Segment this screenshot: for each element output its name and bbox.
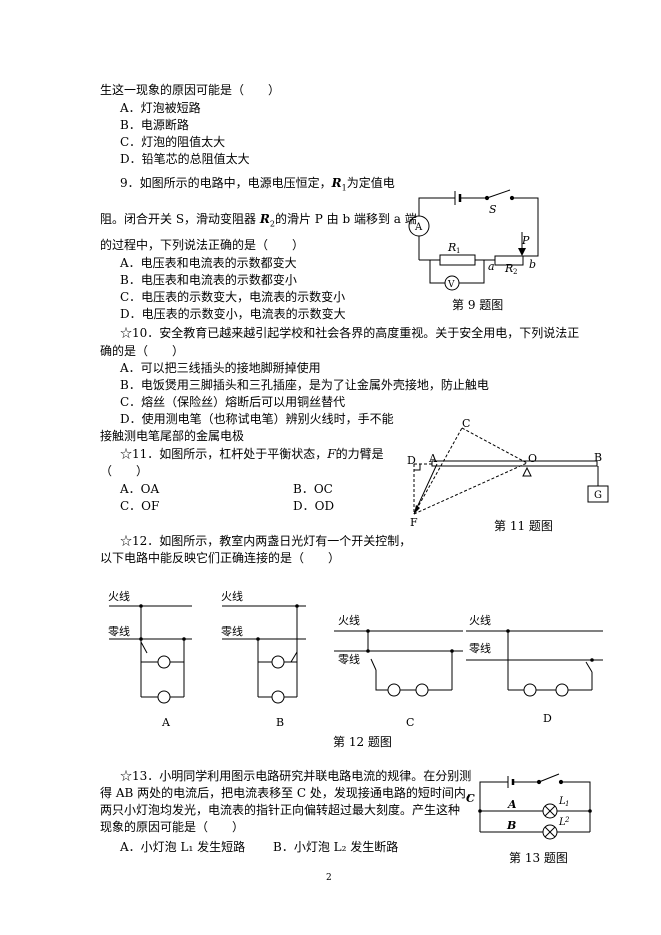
q13-label-l2: L [558,817,566,828]
q13-option-a: A．小灯泡 L₁ 发生短路 [120,840,246,854]
q10-option-c: C．熔丝（保险丝）熔断后可以用铜丝替代 [120,395,346,409]
q8-option-d: D．铅笔芯的总阻值太大 [120,152,250,166]
q8-option-a: A．灯泡被短路 [120,101,201,115]
q10-option-b: B．电饭煲用三脚插头和三孔插座，是为了让金属外壳接地，防止触电 [120,378,489,392]
q9-figure-caption: 第 9 题图 [452,298,504,312]
q10-option-a: A．可以把三线插头的接地脚掰掉使用 [120,361,321,375]
q9-voltmeter-icon [444,275,460,291]
q9-slider-label: P [521,234,530,247]
q9-rheostat-r2 [494,255,524,266]
q12-a-zero-label: 零线 [108,624,130,638]
q12-stem-line1: ☆12．如图所示，教室内两盏日光灯有一个开关控制， [120,534,412,548]
q12-panel-d-label: D [543,712,552,725]
q12-b-fire-label: 火线 [221,589,243,603]
q12-a-fire-label: 火线 [108,589,130,603]
q9-voltmeter-label: V [447,280,455,290]
q11-dash-fc [413,427,463,515]
q11-option-d: D．OD [293,499,335,513]
q12-panel-c [334,630,463,697]
q9-switch-blade [486,189,511,199]
q9-r2-label: R [504,262,513,275]
q11-label-d: D [407,454,416,467]
q13-label-l2-sub: 2 [564,816,570,824]
q13-bulb-l2 [542,824,558,840]
q13-stem-line3: 两只小灯泡均发光，电流表的指针正向偏转超过最大刻度。产生这种 [100,803,461,817]
q11-paren: （ ） [100,464,149,478]
q10-option-d: D．使用测电笔（也称试电笔）辨别火线时，手不能 [120,412,394,426]
q13-bulb-l1 [542,803,558,819]
q11-weight-g [587,485,609,503]
q13-stem-line1: ☆13．小明同学利用图示电路研究并联电路电流的规律。在分别测 [120,769,472,783]
q13-label-b: B [506,819,516,832]
q13-label-l1: L [558,796,566,807]
q13-label-a: A [507,798,517,811]
q11-label-o: O [528,452,537,465]
q9-option-b: B．电压表和电流表的示数都变小 [120,273,297,287]
q12-panel-b [222,605,306,704]
q11-label-b: B [594,451,602,464]
q11-figure-caption: 第 11 题图 [494,519,553,533]
q9-wire-top-left [418,197,455,216]
q9-end-a-label: a [488,260,495,273]
q12-b-zero-label: 零线 [221,624,243,638]
q12-panel-d [466,630,603,697]
q9-stem-line1: 9．如图所示的电路中，电源电压恒定，R1为定值电 [120,176,395,193]
q13-label-l1-sub: 1 [565,800,569,808]
q11-label-f: F [410,516,418,529]
q11-dash-fo [413,462,528,515]
q10-option-d-cont: 接触测电笔尾部的金属电极 [100,429,245,443]
q13-figure-caption: 第 13 题图 [509,851,568,865]
q11-force-line [413,463,438,515]
q9-stem-line3: 的过程中，下列说法正确的是（ ） [100,238,305,252]
q11-label-c: C [462,417,470,430]
q9-option-c: C．电压表的示数变大，电流表的示数变小 [120,290,346,304]
q11-lever-bar [431,460,598,467]
q9-switch-label: S [489,203,497,216]
q12-panel-c-label: C [406,716,414,729]
q13-option-b: B．小灯泡 L₂ 发生断路 [273,840,399,854]
q9-wire-right [512,197,539,257]
q9-end-b-label: b [529,258,536,271]
q8-option-b: B．电源断路 [120,118,189,132]
q12-stem-line2: 以下电路中能反映它们正确连接的是（ ） [100,551,341,565]
q9-option-d: D．电压表的示数变小，电流表的示数变大 [120,307,346,321]
q8-option-c: C．灯泡的阻值太大 [120,135,226,149]
q8-stem-tail: 生这一现象的原因可能是（ ） [100,83,281,97]
q11-label-g: G [594,490,602,501]
q12-panel-a [109,605,192,704]
q11-label-a: A [428,452,438,465]
q9-r2-sub: 2 [513,268,517,276]
q9-option-a: A．电压表和电流表的示数都变大 [120,256,297,270]
q12-d-zero-label: 零线 [469,641,491,655]
q11-fulcrum-icon [522,466,532,477]
q12-d-fire-label: 火线 [469,613,491,627]
q12-c-fire-label: 火线 [338,613,360,627]
q9-r1-sub: 1 [456,247,460,255]
q13-switch-blade [538,773,560,783]
q12-c-zero-label: 零线 [338,652,360,666]
q11-option-c: C．OF [120,499,160,513]
q10-stem-line2: 确的是（ ） [100,344,185,358]
q13-stem-line2: 得 AB 两处的电流后，把电流表移至 C 处，发现接通电路的短时间内， [100,786,478,800]
q11-option-a: A．OA [120,482,160,496]
q9-resistor-r1 [439,254,476,266]
page-number: 2 [326,873,332,883]
q12-panel-b-label: B [276,716,284,729]
q13-stem-line4: 现象的原因可能是（ ） [100,820,245,834]
q11-dash-co [461,427,528,464]
q11-stem-line1: ☆11．如图所示，杠杆处于平衡状态，F的力臂是 [120,447,384,461]
q12-figure-caption: 第 12 题图 [333,735,392,749]
q9-r1-label: R [447,241,456,254]
q11-option-b: B．OC [293,482,333,496]
q10-stem-line1: ☆10．安全教育已越来越引起学校和社会各界的高度重视。关于安全用电，下列说法正 [120,326,580,340]
q9-stem-line2: 阻。闭合开关 S，滑动变阻器 R2的滑片 P 由 b 端移到 a 端 [100,212,417,229]
q12-panel-a-label: A [161,716,171,729]
q11-force-arrow [414,505,420,514]
